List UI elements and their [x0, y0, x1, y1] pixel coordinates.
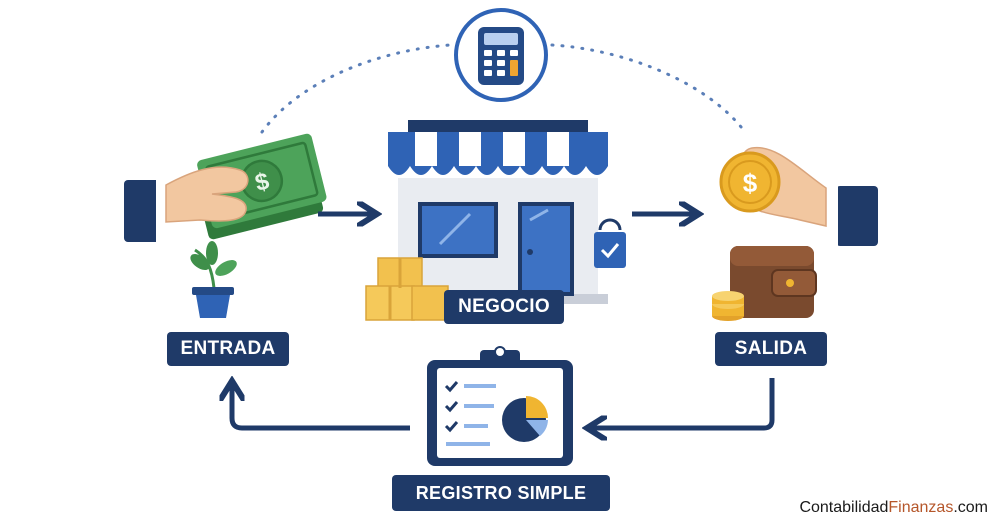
watermark-part-1: Contabilidad — [799, 499, 889, 516]
watermark-part-2: Finanzas — [888, 499, 954, 516]
registro-simple-label: REGISTRO SIMPLE — [392, 475, 610, 511]
wallet-icon — [730, 246, 817, 318]
plant-pot-icon — [190, 241, 237, 318]
cardboard-boxes-icon — [365, 257, 449, 321]
negocio-label: NEGOCIO — [444, 290, 564, 324]
salida-label: SALIDA — [715, 332, 827, 366]
dotted-connector-left — [260, 43, 452, 134]
calculator-icon — [454, 8, 548, 102]
clipboard-report-icon — [427, 346, 573, 466]
arrow-registro-to-entrada — [232, 386, 410, 431]
svg-text:$: $ — [743, 168, 758, 198]
entrada-label: ENTRADA — [167, 332, 289, 366]
watermark-part-3: .com — [953, 499, 988, 516]
storefront-icon — [388, 120, 608, 304]
coin-stack-icon — [712, 291, 744, 321]
shopping-bag-icon — [594, 218, 626, 268]
hand-with-cash-icon: $ — [124, 133, 327, 244]
dotted-connector-right — [550, 43, 747, 134]
arrow-salida-to-registro — [592, 378, 775, 428]
hand-with-coin-icon: $ — [719, 146, 878, 248]
site-watermark: ContabilidadFinanzas.com — [795, 497, 992, 519]
